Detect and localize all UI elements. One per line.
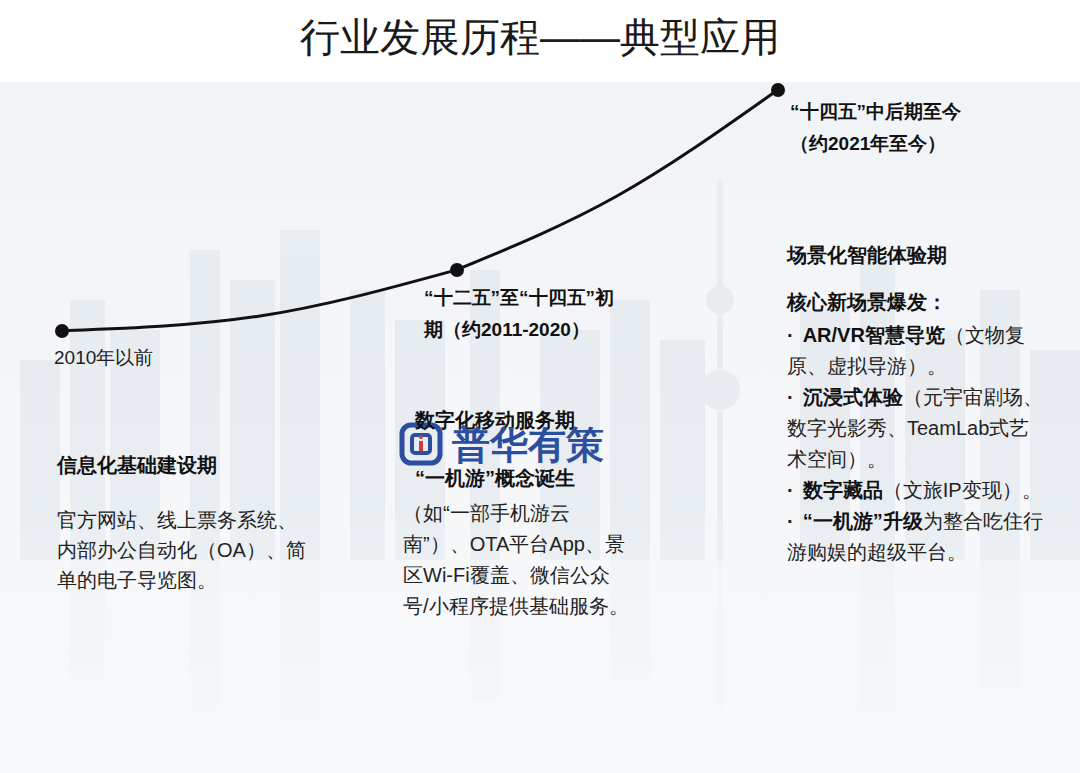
phase-paragraph: ·数字藏品（文旅IP变现）。	[787, 475, 1043, 506]
timeline-node: “十二五”至“十四五”初期（约2011-2020）	[424, 282, 626, 346]
phase-heading: “一机游”概念诞生	[415, 467, 575, 489]
phase-paragraph: （如“一部手机游云南”）、OTA平台App、景区Wi-Fi覆盖、微信公众号/小程…	[403, 498, 635, 622]
timeline-connector	[68, 271, 451, 330]
timeline-dot	[450, 263, 464, 277]
timeline-dot	[771, 83, 785, 97]
timeline-node: 2010年以前	[54, 342, 224, 374]
phase-text: （如“一部手机游云南”）、OTA平台App、景区Wi-Fi覆盖、微信公众号/小程…	[403, 502, 629, 617]
phase-heading: 数字藏品	[803, 479, 883, 501]
bullet-mark: ·	[787, 479, 803, 501]
sky	[0, 82, 1080, 773]
phase-column: 信息化基础建设期官方网站、线上票务系统、内部办公自动化（OA）、简单的电子导览图…	[57, 451, 313, 595]
phase-paragraph: 信息化基础建设期	[57, 451, 313, 479]
bullet-mark: ·	[787, 386, 803, 408]
period-label: “十四五”中后期至今（约2021年至今）	[790, 96, 976, 160]
diagram-title: 行业发展历程——典型应用	[0, 12, 1080, 62]
period-label: 2010年以前	[54, 342, 224, 374]
timeline-node: “十四五”中后期至今（约2021年至今）	[790, 96, 976, 160]
period-label: “十二五”至“十四五”初期（约2011-2020）	[424, 282, 626, 346]
phase-heading: 核心新场景爆发：	[787, 291, 947, 313]
phase-paragraph: 场景化智能体验期	[787, 241, 1043, 269]
phase-paragraph: ·“一机游”升级为整合吃住行游购娱的超级平台。	[787, 506, 1043, 568]
phase-column: 场景化智能体验期核心新场景爆发：·AR/VR智慧导览（文物复原、虚拟导游）。·沉…	[787, 241, 1043, 568]
phase-paragraph: 核心新场景爆发：	[787, 287, 1043, 318]
phase-paragraph: ·沉浸式体验（元宇宙剧场、数字光影秀、TeamLab式艺术空间）。	[787, 382, 1043, 475]
phase-paragraph: ·AR/VR智慧导览（文物复原、虚拟导游）。	[787, 320, 1043, 382]
phase-heading: AR/VR智慧导览	[803, 324, 945, 346]
bullet-mark: ·	[787, 510, 803, 532]
phase-text: 官方网站、线上票务系统、内部办公自动化（OA）、简单的电子导览图。	[57, 509, 306, 591]
ground-fade	[0, 500, 1080, 773]
phase-heading: “一机游”升级	[803, 510, 923, 532]
phase-paragraph: 官方网站、线上票务系统、内部办公自动化（OA）、简单的电子导览图。	[57, 505, 313, 595]
watermark: 普华有策	[452, 424, 604, 466]
phase-text: （文旅IP变现）。	[883, 479, 1042, 501]
phase-paragraph: “一机游”概念诞生	[415, 464, 635, 492]
bullet-mark: ·	[787, 324, 803, 346]
phase-heading: 信息化基础建设期	[57, 454, 217, 476]
phase-heading: 沉浸式体验	[803, 386, 903, 408]
timeline-dot	[55, 324, 69, 338]
phase-heading: 场景化智能体验期	[787, 244, 947, 266]
timeline-connector	[462, 93, 773, 267]
